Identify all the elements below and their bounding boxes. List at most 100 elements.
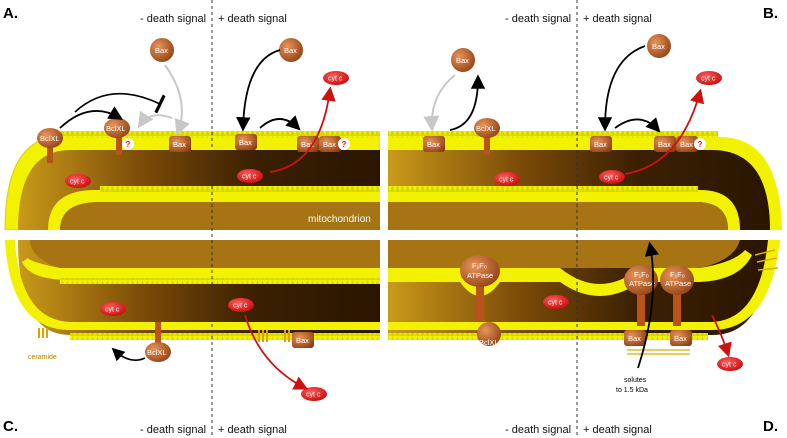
svg-text:cyt c: cyt c <box>70 179 85 186</box>
cytc-c1 <box>100 302 126 316</box>
bax-membrane-b1 <box>423 136 445 152</box>
bax-membrane-a1 <box>169 136 191 152</box>
mitochondrion-label: mitochondrion <box>308 214 371 225</box>
svg-text:Bax: Bax <box>301 140 314 149</box>
panel-c-content: cyt c cyt c cyt c BclXL ceramide Bax <box>28 298 327 401</box>
bax-membrane-a4 <box>319 136 341 152</box>
ceramide-channel-c <box>38 328 48 338</box>
svg-text:F₁F₀: F₁F₀ <box>472 261 487 270</box>
bax-membrane-b2 <box>590 136 612 152</box>
svg-text:cyt c: cyt c <box>306 392 321 399</box>
svg-text:Bax: Bax <box>323 140 336 149</box>
svg-text:ATPase: ATPase <box>629 279 655 288</box>
question-bubble-a1 <box>122 138 134 150</box>
panel-d-content: cyt c cyt c F₁F₀ ATPase BclXL F₁F₀ ATPas… <box>460 241 743 394</box>
svg-text:Bax: Bax <box>680 140 693 149</box>
svg-text:?: ? <box>126 140 131 149</box>
svg-text:BclXL: BclXL <box>106 124 126 133</box>
bax-free-b2 <box>647 34 671 58</box>
cytc-d1 <box>543 295 569 309</box>
panel-letter-a: A. <box>3 5 18 22</box>
cytc-a2 <box>237 169 263 183</box>
cytc-c2 <box>228 298 254 312</box>
solutes-label-line1: solutes <box>624 377 647 384</box>
bax-free-a2 <box>279 38 303 62</box>
signal-label-b-plus: + death signal <box>583 13 652 25</box>
cytc-b1 <box>494 172 520 186</box>
svg-text:cyt c: cyt c <box>548 300 563 307</box>
bax-membrane-a3 <box>297 136 319 152</box>
svg-text:cyt c: cyt c <box>105 307 120 314</box>
svg-text:cyt c: cyt c <box>701 76 716 83</box>
signal-label-c-minus: - death signal <box>140 424 206 436</box>
svg-text:cyt c: cyt c <box>233 303 248 310</box>
svg-text:?: ? <box>698 140 703 149</box>
bclxl-d <box>477 322 501 346</box>
svg-text:ATPase: ATPase <box>467 271 493 280</box>
svg-text:cyt c: cyt c <box>722 362 737 369</box>
bax-membrane-a2 <box>235 134 257 150</box>
svg-text:Bax: Bax <box>652 42 665 51</box>
svg-text:ATPase: ATPase <box>665 279 691 288</box>
mitochondrion-top-right <box>388 131 782 230</box>
svg-text:cyt c: cyt c <box>604 175 619 182</box>
signal-label-d-plus: + death signal <box>583 424 652 436</box>
svg-text:Bax: Bax <box>155 46 168 55</box>
signal-label-a-plus: + death signal <box>218 13 287 25</box>
panel-b-content: Bax Bax Bax BclXL Bax Bax Bax ? cyt c cy… <box>423 34 722 186</box>
svg-text:F₁F₀: F₁F₀ <box>634 270 649 279</box>
mitochondrion-top-left <box>4 131 381 231</box>
atpase-d1 <box>460 255 500 287</box>
svg-text:BclXL: BclXL <box>476 124 496 133</box>
bax-membrane-d2 <box>670 330 692 346</box>
ceramide-channel-c2 <box>258 330 290 342</box>
cytc-released-a <box>323 71 349 85</box>
svg-text:Bax: Bax <box>239 138 252 147</box>
atpase-d2 <box>624 265 658 295</box>
bclxl-b1 <box>474 118 500 138</box>
svg-text:Bax: Bax <box>674 334 687 343</box>
svg-text:Bax: Bax <box>284 46 297 55</box>
question-bubble-a2 <box>338 138 350 150</box>
svg-text:BclXL: BclXL <box>147 348 167 357</box>
bclxl-a2 <box>104 118 130 138</box>
cytc-b2 <box>599 170 625 184</box>
bclxl-c <box>145 342 171 362</box>
question-bubble-b <box>694 138 706 150</box>
mitochondrion-bottom-left <box>5 240 380 340</box>
bax-membrane-b4 <box>676 136 698 152</box>
solutes-label-line2: to 1.5 kDa <box>616 387 648 394</box>
svg-text:Bax: Bax <box>628 334 641 343</box>
signal-label-a-minus: - death signal <box>140 13 206 25</box>
signal-label-d-minus: - death signal <box>505 424 571 436</box>
svg-text:F₁F₀: F₁F₀ <box>670 270 685 279</box>
bax-free-b1 <box>451 48 475 72</box>
atpase-d3 <box>660 265 694 295</box>
ceramide-label: ceramide <box>28 354 57 361</box>
signal-label-c-plus: + death signal <box>218 424 287 436</box>
panel-a-content: Bax Bax BclXL BclXL ? Bax Bax Bax Bax ? … <box>37 38 371 225</box>
bclxl-a1 <box>37 128 63 148</box>
bax-free-a1 <box>150 38 174 62</box>
cytc-released-b <box>696 71 722 85</box>
svg-text:?: ? <box>342 140 347 149</box>
svg-text:cyt c: cyt c <box>242 174 257 181</box>
panel-letter-d: D. <box>763 418 778 435</box>
svg-text:Bax: Bax <box>594 140 607 149</box>
svg-text:cyt c: cyt c <box>499 177 514 184</box>
svg-text:Bax: Bax <box>456 56 469 65</box>
cytc-a1 <box>65 174 91 188</box>
mitochondrion-bottom-right <box>388 240 780 340</box>
svg-text:Bax: Bax <box>296 336 309 345</box>
svg-text:cyt c: cyt c <box>328 76 343 83</box>
svg-text:Bax: Bax <box>658 140 671 149</box>
svg-text:Bax: Bax <box>173 140 186 149</box>
svg-text:Bax: Bax <box>427 140 440 149</box>
bax-membrane-c <box>292 332 314 348</box>
cytc-released-c <box>301 387 327 401</box>
panel-letter-c: C. <box>3 418 18 435</box>
bax-membrane-b3 <box>654 136 676 152</box>
panel-letter-b: B. <box>763 5 778 22</box>
